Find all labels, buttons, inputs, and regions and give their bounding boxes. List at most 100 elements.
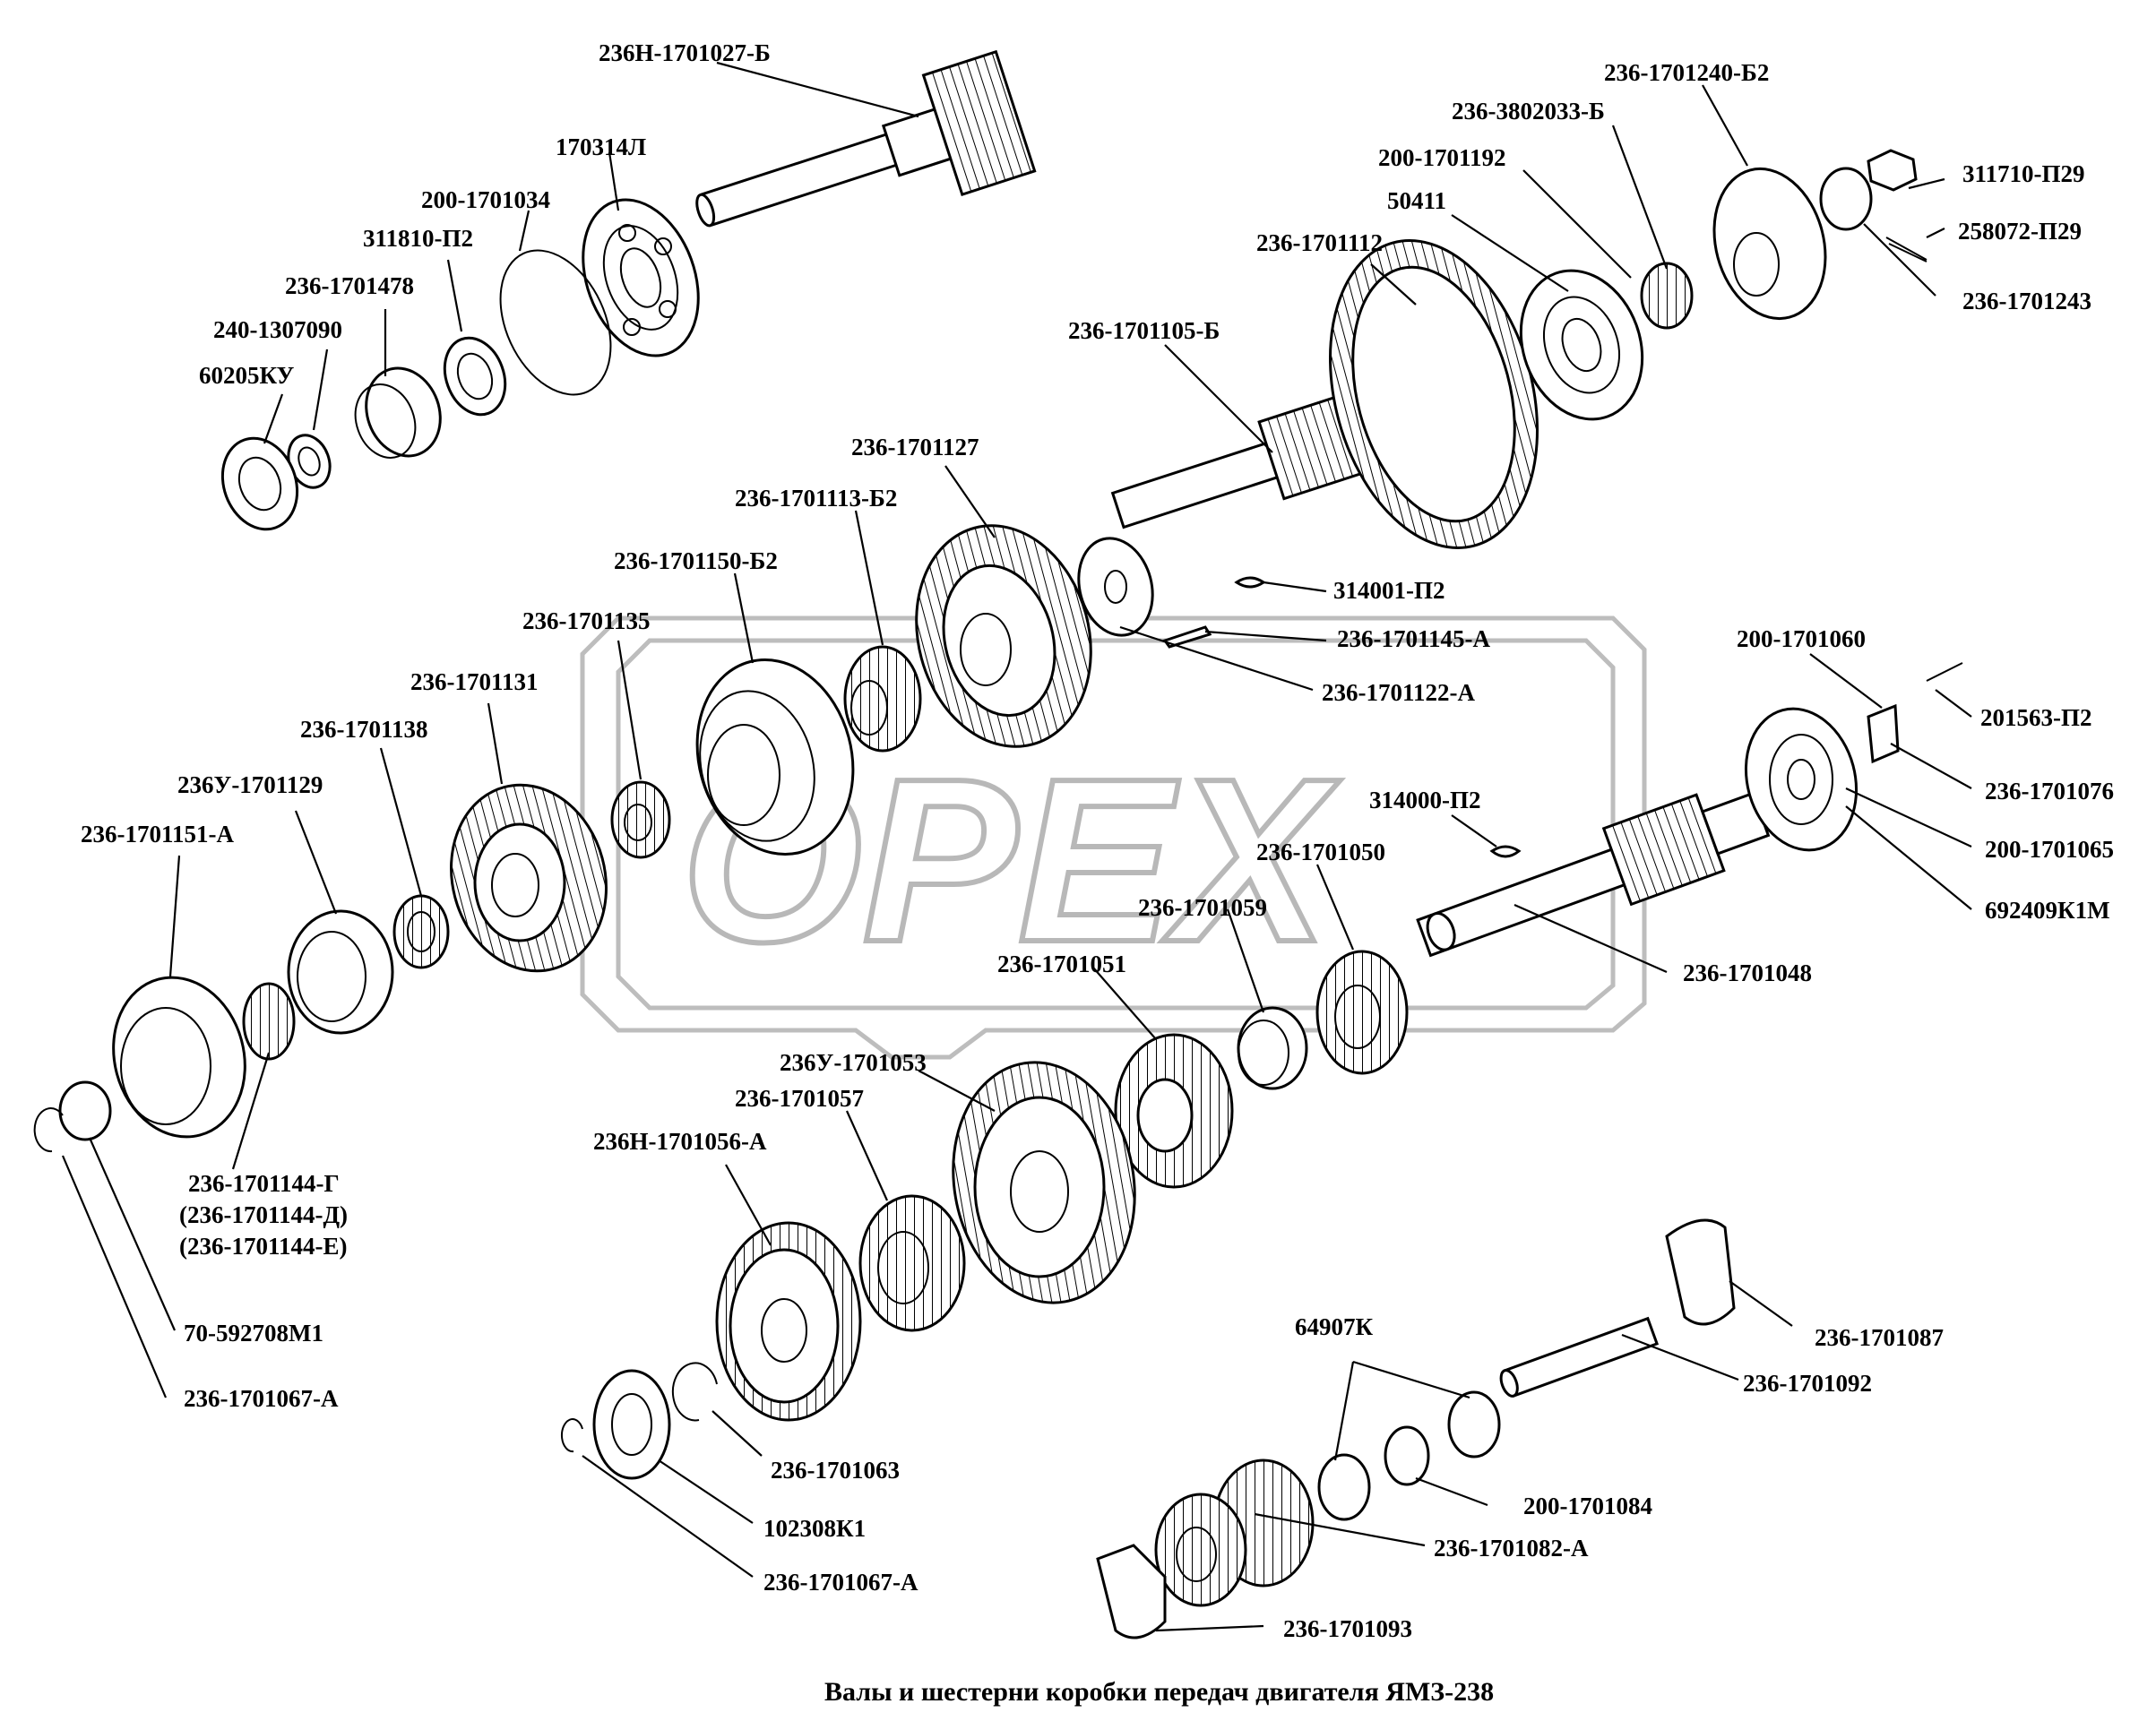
- ring-70-592708: [58, 1080, 112, 1141]
- label-236-1701067-left: 236-1701067-А: [184, 1385, 339, 1412]
- label-236-1701112: 236-1701112: [1256, 229, 1383, 256]
- key-236-1701145: [1162, 625, 1212, 649]
- bearing-64907-b: [1317, 1453, 1371, 1521]
- label-236-1701067-bottom: 236-1701067-А: [763, 1569, 918, 1596]
- label-311810: 311810-П2: [363, 225, 473, 252]
- circlip-236-1701063: [671, 1362, 718, 1422]
- ring-236-1701138: [392, 894, 450, 969]
- label-236-1701127: 236-1701127: [851, 434, 979, 460]
- main-shaft-group: [1077, 149, 1927, 637]
- gear-236-1701082: [1154, 1459, 1315, 1607]
- label-236-1701105: 236-1701105-Б: [1068, 317, 1220, 344]
- label-236-1701138: 236-1701138: [300, 716, 428, 743]
- label-200-1701034: 200-1701034: [421, 186, 550, 213]
- label-236-1701057: 236-1701057: [735, 1085, 864, 1112]
- gear-236-1701131: [450, 783, 608, 973]
- label-50411: 50411: [1387, 187, 1446, 214]
- label-102308: 102308К1: [763, 1515, 866, 1542]
- label-236-1701131: 236-1701131: [410, 668, 539, 695]
- gear-236n-1701056: [715, 1221, 862, 1422]
- label-236-1701048: 236-1701048: [1683, 959, 1812, 986]
- label-200-1701060: 200-1701060: [1737, 625, 1866, 652]
- label-236-1701093: 236-1701093: [1283, 1615, 1412, 1642]
- label-236-1701092: 236-1701092: [1743, 1370, 1872, 1397]
- label-236-1701063: 236-1701063: [771, 1457, 900, 1484]
- label-236-1701240: 236-1701240-Б2: [1604, 59, 1769, 86]
- bearing-64907-a: [1447, 1390, 1501, 1459]
- key-314001: [1234, 576, 1266, 589]
- plate-236-1701093: [1096, 1544, 1167, 1639]
- label-236-1701122: 236-1701122-А: [1322, 679, 1475, 706]
- axle-236-1701092: [1499, 1316, 1660, 1398]
- gear-236u-1701053: [952, 1061, 1136, 1304]
- label-70-592708: 70-592708М1: [184, 1320, 323, 1347]
- label-236-1701076: 236-1701076: [1985, 778, 2114, 805]
- sleeve-236-1701478: [354, 366, 442, 459]
- spacer-200-1701084: [1384, 1425, 1430, 1486]
- pin-258072: [1885, 237, 1927, 262]
- circlip-236-1701067-bottom: [560, 1418, 583, 1453]
- label-236n-1701027: 236Н-1701027-Б: [599, 39, 771, 66]
- gear-236-1701112: [1328, 239, 1539, 549]
- gear-236-1701051: [1114, 1033, 1234, 1189]
- bearing-692409: [1744, 707, 1858, 852]
- ring-236-1701144: [242, 982, 296, 1061]
- label-170314: 170314Л: [556, 133, 646, 160]
- label-236-1701087: 236-1701087: [1815, 1324, 1944, 1351]
- snap-ring-200-1701034: [499, 249, 612, 396]
- label-236-1701145: 236-1701145-А: [1337, 625, 1490, 652]
- nut-311810: [443, 336, 507, 417]
- sleeve-236-1701059: [1237, 1006, 1308, 1090]
- label-314001: 314001-П2: [1333, 577, 1445, 604]
- bush-236-3802033: [1640, 262, 1694, 330]
- bearing-170314: [582, 198, 700, 357]
- label-236-1701151: 236-1701151-А: [81, 821, 234, 848]
- label-236-1701051: 236-1701051: [997, 951, 1126, 977]
- synchronizer-236-1701150: [695, 658, 855, 856]
- bolt-201563: [1926, 662, 1963, 682]
- label-236-1701082: 236-1701082-А: [1434, 1535, 1589, 1562]
- label-201563: 201563-П2: [1980, 704, 2092, 731]
- key-314000: [1489, 845, 1522, 858]
- input-shaft: [695, 49, 1037, 228]
- label-236-1701478: 236-1701478: [285, 272, 414, 299]
- sleeve-236u-1701129: [287, 909, 394, 1035]
- gear-236-1701113: [843, 645, 922, 753]
- flange-236-1701240: [1712, 167, 1827, 321]
- label-236-1701050: 236-1701050: [1256, 839, 1385, 865]
- label-200-1701065: 200-1701065: [1985, 836, 2114, 863]
- label-236-1701135: 236-1701135: [522, 607, 651, 634]
- input-shaft-group: [220, 49, 1037, 531]
- plate-236-1701076: [1867, 703, 1900, 764]
- label-64907: 64907К: [1295, 1313, 1374, 1340]
- label-236-3802033: 236-3802033-Б: [1452, 98, 1605, 125]
- bearing-102308: [592, 1369, 671, 1480]
- circlip-236-1701067-left: [33, 1107, 64, 1153]
- label-236-1701243: 236-1701243: [1962, 288, 2091, 314]
- label-236u-1701053: 236У-1701053: [780, 1049, 927, 1076]
- leader-lines: [61, 61, 1972, 1632]
- label-60205: 60205КУ: [199, 362, 295, 389]
- label-258072: 258072-П29: [1958, 218, 2082, 245]
- secondary-shaft: [1416, 791, 1771, 958]
- label-200-1701084: 200-1701084: [1523, 1493, 1652, 1519]
- label-236-1701144-e: (236-1701144-Е): [179, 1233, 347, 1260]
- label-314000: 314000-П2: [1369, 787, 1481, 813]
- diagram-caption: Валы и шестерни коробки передач двигател…: [824, 1677, 1494, 1707]
- label-311710: 311710-П29: [1962, 160, 2085, 187]
- label-240-1307090: 240-1307090: [213, 316, 342, 343]
- gear-236-1701057: [858, 1194, 966, 1332]
- label-236-1701150: 236-1701150-Б2: [614, 547, 778, 574]
- label-200-1701192: 200-1701192: [1378, 144, 1506, 171]
- label-236u-1701129: 236У-1701129: [177, 771, 323, 798]
- nut-311710: [1867, 149, 1918, 192]
- gear-236-1701127: [915, 524, 1092, 748]
- label-236-1701059: 236-1701059: [1138, 894, 1267, 921]
- label-692409: 692409К1М: [1985, 897, 2110, 924]
- plate-236-1701087: [1665, 1218, 1736, 1326]
- label-236-1701144-g: 236-1701144-Г: [188, 1170, 340, 1197]
- label-236-1701113: 236-1701113-Б2: [735, 485, 897, 512]
- gear-236-1701135: [610, 780, 671, 859]
- gear-236-1701050: [1315, 950, 1409, 1075]
